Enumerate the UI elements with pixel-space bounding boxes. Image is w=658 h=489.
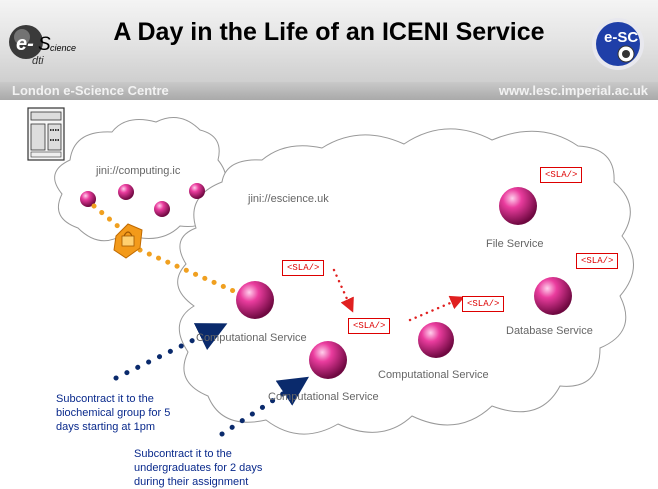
lock-icon xyxy=(113,223,143,259)
svg-text:e-: e- xyxy=(16,33,34,55)
centre-name: London e-Science Centre xyxy=(12,83,169,98)
lesc-logo: e-SC xyxy=(592,18,644,70)
slide-header: e- S cience dti A Day in the Life of an … xyxy=(0,0,658,82)
sla-tag: <SLA/> xyxy=(348,318,391,334)
sla-tag: <SLA/> xyxy=(462,296,505,312)
service-label: Computational Service xyxy=(196,332,307,344)
small-cloud-label: jini://computing.ic xyxy=(96,165,181,177)
red-path-1 xyxy=(332,268,354,313)
page-title: A Day in the Life of an ICENI Service xyxy=(113,18,545,46)
website-url: www.lesc.imperial.ac.uk xyxy=(498,83,648,98)
sla-tag: <SLA/> xyxy=(540,167,583,183)
service-label: Computational Service xyxy=(268,391,379,403)
server-icon xyxy=(27,107,65,161)
orange-request-path xyxy=(91,203,239,295)
sla-tag: <SLA/> xyxy=(282,260,325,276)
service-label: File Service xyxy=(486,238,544,250)
large-cloud-label: jini://escience.uk xyxy=(248,193,329,205)
svg-text:dti: dti xyxy=(32,55,44,67)
service-label: Computational Service xyxy=(378,369,489,381)
blue-path-2 xyxy=(219,376,310,437)
sla-tag: <SLA/> xyxy=(576,253,619,269)
header-band: London e-Science Centre www.lesc.imperia… xyxy=(0,82,658,100)
blue-path-1 xyxy=(113,323,228,381)
iceni-diagram xyxy=(27,107,634,437)
subcontract-note-biochemical: Subcontract it to the biochemical group … xyxy=(56,393,171,433)
svg-text:cience: cience xyxy=(50,43,76,53)
service-label: Database Service xyxy=(506,325,593,337)
subcontract-note-undergraduates: Subcontract it to the undergraduates for… xyxy=(134,448,263,488)
svg-text:e-SC: e-SC xyxy=(604,29,638,46)
e-science-dti-logo: e- S cience dti xyxy=(9,25,76,67)
svg-text:S: S xyxy=(38,34,51,55)
